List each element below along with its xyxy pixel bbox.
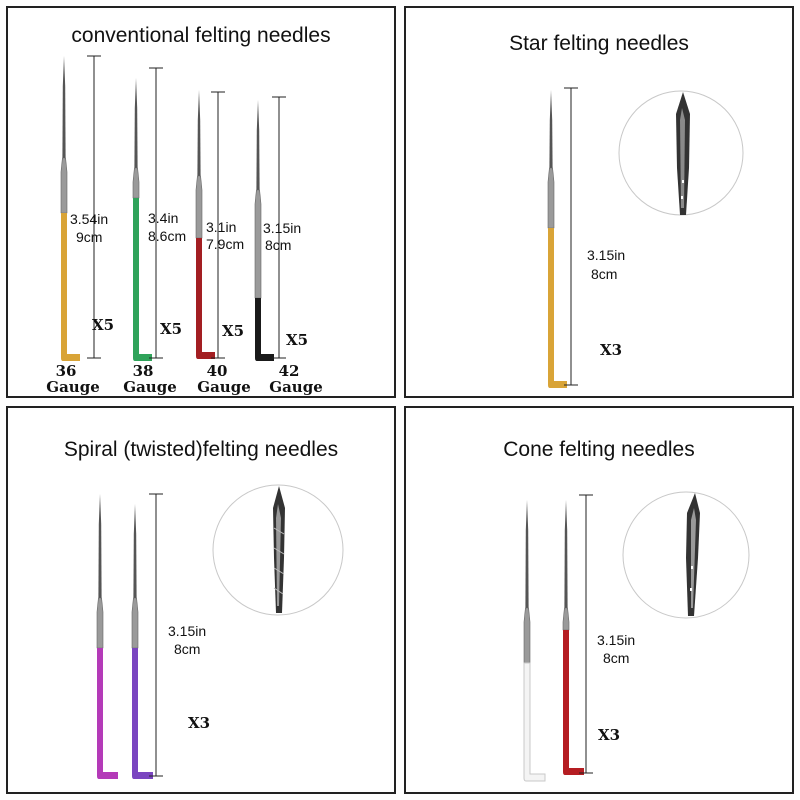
conventional-panel-title: conventional felting needles <box>71 24 331 47</box>
cone-tip-magnified-view <box>622 491 750 619</box>
needle-42-metric-label: 8cm <box>265 237 292 253</box>
spiral-size-label: 3.15in <box>168 623 207 639</box>
gauge-38-label: 38 Gauge <box>118 363 182 395</box>
needle-40-size-label: 3.1in <box>206 219 237 235</box>
gauge-38-word: Gauge <box>123 378 177 396</box>
needle-42-gauge <box>254 100 274 361</box>
needle-38-quantity: X5 <box>160 320 183 338</box>
needle-38-metric-label: 8.6cm <box>148 228 187 244</box>
gauge-36-label: 36 Gauge <box>41 363 105 395</box>
star-tip-magnified-view <box>618 90 744 216</box>
cone-needle-red <box>562 500 584 775</box>
star-needle <box>547 90 567 388</box>
gauge-36-word: Gauge <box>46 378 100 396</box>
gauge-42-label: 42 Gauge <box>264 363 328 395</box>
cone-needles-panel: Cone felting needles 3.15in 8cm X3 <box>404 406 794 794</box>
needle-40-quantity: X5 <box>222 322 245 340</box>
gauge-36-number: 36 <box>55 362 77 380</box>
needle-40-length-ruler <box>211 91 225 359</box>
needle-42-quantity: X5 <box>286 331 309 349</box>
star-length-ruler <box>564 87 578 386</box>
cone-size-label: 3.15in <box>597 632 636 648</box>
star-panel-title: Star felting needles <box>509 32 689 55</box>
star-needle-figure <box>547 87 744 388</box>
needle-36-size-label: 3.54in <box>70 211 109 227</box>
cone-panel-title: Cone felting needles <box>503 438 695 461</box>
gauge-42-number: 42 <box>278 362 300 380</box>
spiral-needle-purple <box>131 504 153 779</box>
needle-40-metric-label: 7.9cm <box>206 236 245 252</box>
needle-38-gauge <box>132 78 152 361</box>
spiral-quantity: X3 <box>188 714 211 732</box>
gauge-42-word: Gauge <box>269 378 323 396</box>
star-size-label: 3.15in <box>587 247 626 263</box>
spiral-panel-title: Spiral (twisted)felting needles <box>63 438 339 461</box>
needle-42-length-ruler <box>272 96 286 359</box>
cone-quantity: X3 <box>598 726 621 744</box>
star-metric-label: 8cm <box>591 266 618 282</box>
needle-38-length-ruler <box>149 67 163 359</box>
needle-40-gauge <box>195 90 215 359</box>
cone-needles-figure <box>523 491 750 782</box>
conventional-needles-figure <box>60 55 286 361</box>
needle-36-length-ruler <box>87 55 101 359</box>
spiral-length-ruler <box>149 493 163 777</box>
cone-needle-white <box>523 500 546 782</box>
conventional-needles-panel: conventional felting needles 3.54in 9cm … <box>6 6 396 398</box>
star-quantity: X3 <box>600 341 623 359</box>
needle-42-size-label: 3.15in <box>263 220 302 236</box>
star-needles-panel: Star felting needles 3.15in 8cm X3 <box>404 6 794 398</box>
gauge-38-number: 38 <box>132 362 154 380</box>
cone-length-ruler <box>579 494 593 774</box>
spiral-metric-label: 8cm <box>174 641 201 657</box>
spiral-needle-pink <box>96 494 118 779</box>
gauge-40-word: Gauge <box>197 378 251 396</box>
spiral-needles-figure <box>96 484 344 779</box>
gauge-40-number: 40 <box>206 362 228 380</box>
needle-36-gauge <box>60 56 80 361</box>
needle-36-quantity: X5 <box>92 316 115 334</box>
gauge-40-label: 40 Gauge <box>192 363 256 395</box>
spiral-tip-magnified-view <box>212 484 344 616</box>
needle-38-size-label: 3.4in <box>148 210 179 226</box>
spiral-needles-panel: Spiral (twisted)felting needles 3.15in 8… <box>6 406 396 794</box>
cone-metric-label: 8cm <box>603 650 630 666</box>
needle-36-metric-label: 9cm <box>76 229 103 245</box>
